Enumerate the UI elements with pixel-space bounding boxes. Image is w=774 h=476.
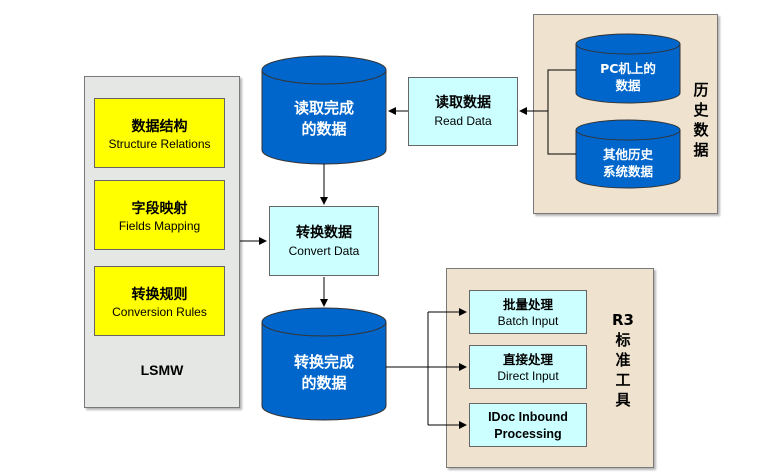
fields-mapping-en: Fields Mapping [118,219,201,233]
idoc-inbound-box: IDoc Inbound Processing [469,403,587,447]
lsmw-label: LSMW [140,362,184,378]
read-data-zh: 读取数据 [435,95,491,111]
pc-data-label: PC机上的 数据 [576,60,680,94]
batch-input-zh: 批量处理 [502,297,553,312]
convert-done-line2: 的数据 [301,374,347,392]
conversion-rules-zh: 转换规则 [131,287,188,303]
direct-input-box: 直接处理 Direct Input [469,345,587,389]
read-done-label: 读取完成 的数据 [262,98,386,140]
other-history-line2: 系统数据 [602,164,653,179]
arrow-pc-to-bracket [547,69,576,155]
structure-relations-zh: 数据结构 [131,119,188,135]
batch-input-box: 批量处理 Batch Input [469,290,587,334]
fields-mapping-box: 字段映射 Fields Mapping [94,180,225,250]
convert-done-label: 转换完成 的数据 [262,352,386,394]
read-done-line1: 读取完成 [293,99,354,117]
read-data-box: 读取数据 Read Data [408,77,518,146]
idoc-line2: Processing [494,427,562,441]
convert-data-box: 转换数据 Convert Data [269,206,379,276]
convert-done-line1: 转换完成 [293,353,354,371]
other-history-label: 其他历史 系统数据 [576,146,680,180]
read-done-line2: 的数据 [301,120,347,138]
direct-input-en: Direct Input [497,369,559,383]
pc-data-cylinder [575,33,681,104]
fields-mapping-zh: 字段映射 [131,201,188,217]
history-data-text: 历史数据 [693,81,709,159]
convert-data-en: Convert Data [288,244,360,258]
r3-tools-label: R3标准工具 [612,310,634,410]
conversion-rules-en: Conversion Rules [112,305,207,319]
conversion-rules-box: 转换规则 Conversion Rules [94,266,225,336]
pc-data-line2: 数据 [615,78,641,93]
read-done-cylinder [261,55,387,165]
structure-relations-en: Structure Relations [108,137,211,151]
history-data-label: 历史数据 [690,80,712,160]
other-history-cylinder [575,119,681,189]
convert-data-zh: 转换数据 [296,225,352,241]
other-history-line1: 其他历史 [602,147,653,162]
r3-tools-text: R3标准工具 [612,311,634,409]
pc-data-line1: PC机上的 [600,61,656,76]
direct-input-zh: 直接处理 [502,352,553,367]
idoc-line1: IDoc Inbound [488,410,568,424]
convert-done-cylinder [261,307,387,421]
batch-input-en: Batch Input [497,314,559,328]
structure-relations-box: 数据结构 Structure Relations [94,98,225,168]
read-data-en: Read Data [434,114,492,128]
